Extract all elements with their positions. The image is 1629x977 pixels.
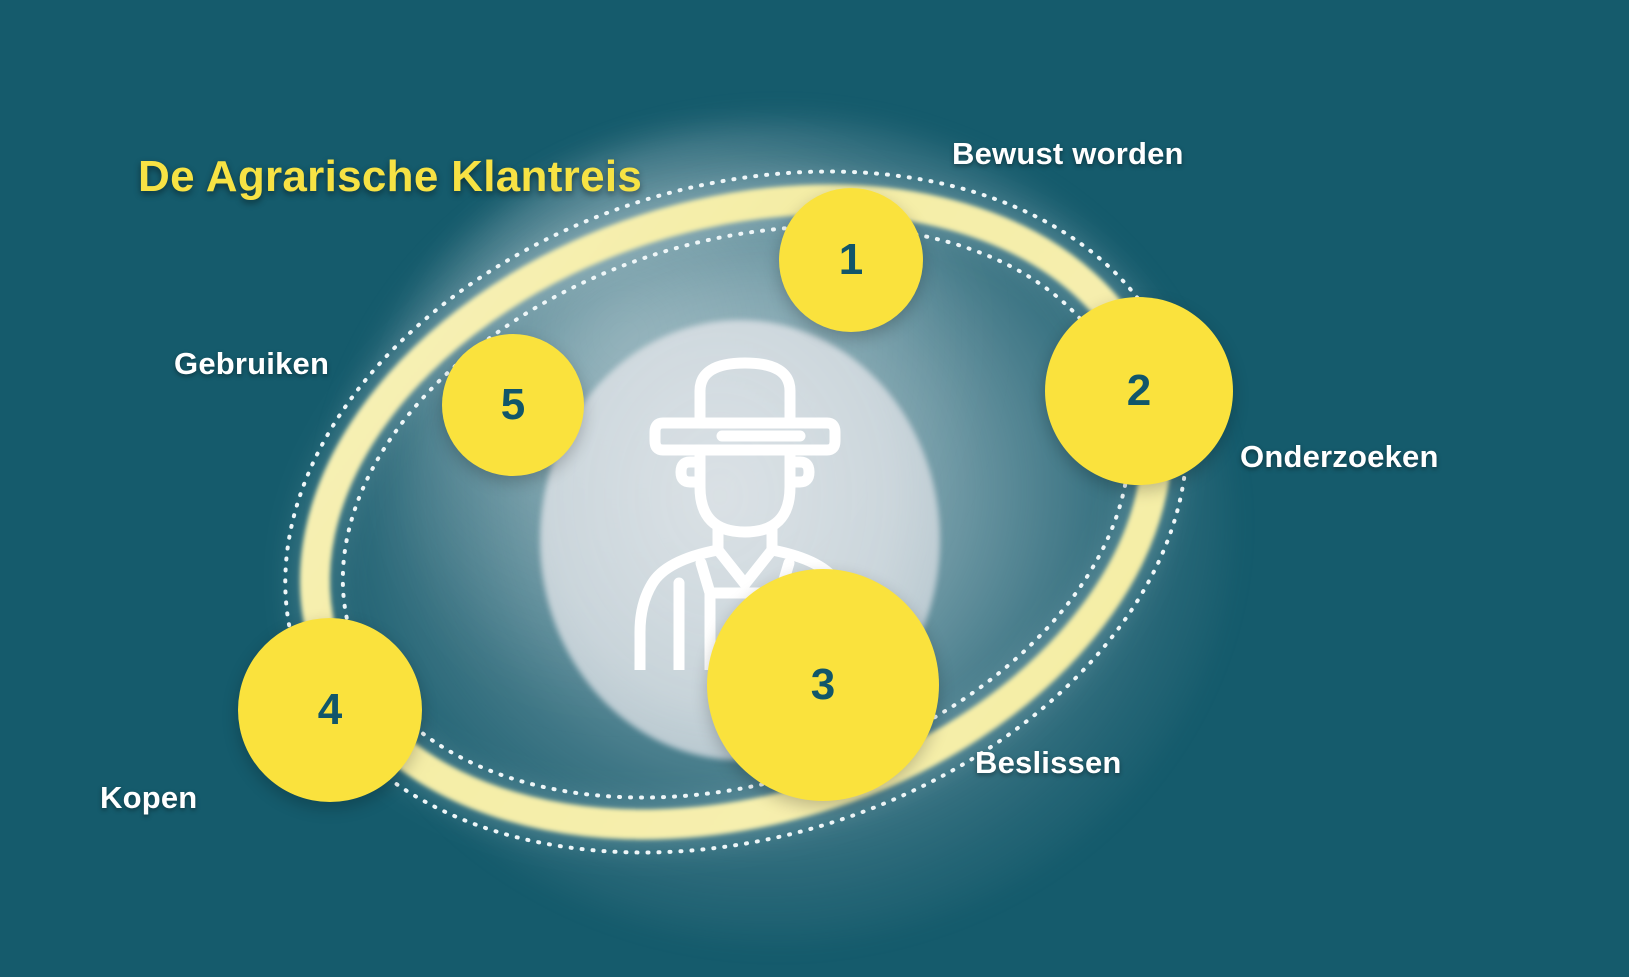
- stage-node-5-number: 5: [500, 380, 526, 429]
- stage-node-4[interactable]: 4: [238, 618, 422, 802]
- page-title: De Agrarische Klantreis: [138, 152, 643, 201]
- stage-label-beslissen: Beslissen: [975, 745, 1122, 780]
- stage-node-5[interactable]: 5: [442, 334, 584, 476]
- stage-node-2-number: 2: [1126, 366, 1152, 415]
- stage-node-1[interactable]: 1: [779, 188, 923, 332]
- stage-label-bewust-worden: Bewust worden: [952, 136, 1184, 171]
- stage-label-onderzoeken: Onderzoeken: [1240, 439, 1439, 474]
- stage-node-2[interactable]: 2: [1045, 297, 1233, 485]
- stage-node-3[interactable]: 3: [707, 569, 939, 801]
- stage-label-gebruiken: Gebruiken: [174, 346, 330, 381]
- stage-label-kopen: Kopen: [100, 780, 198, 815]
- stage-node-4-number: 4: [317, 685, 343, 734]
- stage-node-1-number: 1: [838, 235, 864, 284]
- stage-node-3-number: 3: [810, 660, 836, 709]
